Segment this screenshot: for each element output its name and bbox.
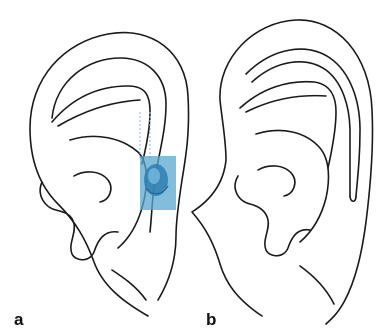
ear-a-concha bbox=[74, 172, 111, 202]
panel-b-ear bbox=[192, 20, 373, 324]
ear-b-antihelix bbox=[256, 130, 328, 242]
panel-a-ear bbox=[30, 33, 189, 316]
ear-b-tragus bbox=[235, 176, 310, 256]
ear-a-antihelix bbox=[70, 136, 146, 248]
ear-a-tragus bbox=[40, 182, 118, 260]
ear-b-concha bbox=[258, 166, 295, 196]
panel-label-a: a bbox=[14, 311, 23, 328]
highlight-region bbox=[140, 156, 176, 210]
ear-a-upper-fold bbox=[52, 86, 150, 164]
ear-b-upper-fold-inner bbox=[246, 96, 326, 112]
ear-b-helix-rim-tip bbox=[350, 196, 356, 201]
ear-b-upper-fold bbox=[240, 82, 336, 168]
ear-b-outer-contour bbox=[192, 20, 373, 324]
panel-label-b: b bbox=[206, 311, 216, 328]
ear-b-helix-rim-outer bbox=[246, 49, 360, 196]
ear-b-lobe-crease bbox=[300, 266, 334, 304]
